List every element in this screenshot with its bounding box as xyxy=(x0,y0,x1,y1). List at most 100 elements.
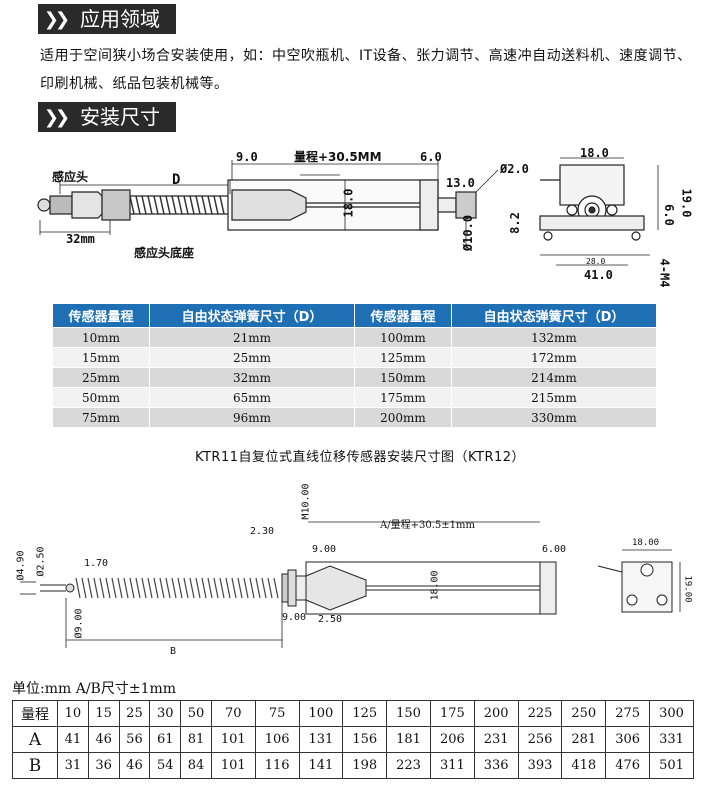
table-cell: 56 xyxy=(118,726,151,753)
table-cell: 81 xyxy=(180,726,212,753)
table-header: 自由状态弹簧尺寸（D） xyxy=(450,303,658,328)
table-header: 自由状态弹簧尺寸（D） xyxy=(148,303,355,328)
table-cell: 25mm xyxy=(52,367,150,388)
chevron-right-icon: ❯❯ xyxy=(38,4,72,34)
table-cell: 101 xyxy=(210,726,256,753)
table-cell: 125 xyxy=(342,700,388,727)
table-cell: 量程 xyxy=(12,700,58,727)
label-sensor-head: 感应头 xyxy=(52,170,89,184)
label-900b: 9.00 xyxy=(282,612,307,623)
table-cell: 281 xyxy=(561,726,607,753)
table-cell: 75mm xyxy=(52,407,150,428)
label-range: 量程+30.5MM xyxy=(294,150,382,164)
table-cell: 156 xyxy=(342,726,388,753)
table-cell: 101 xyxy=(210,752,256,779)
table-cell: 15mm xyxy=(52,347,150,368)
table-cell: 476 xyxy=(605,752,651,779)
spring-size-table: 传感器量程 自由状态弹簧尺寸（D） 传感器量程 自由状态弹簧尺寸（D） 10mm… xyxy=(52,303,658,428)
label-side-82: 8.2 xyxy=(507,212,522,234)
label-250b: 2.50 xyxy=(318,614,343,625)
table-cell: 214mm xyxy=(450,367,658,388)
table-cell: 330mm xyxy=(450,407,658,428)
label-side-w: 18.00 xyxy=(632,538,660,548)
table-cell: 15 xyxy=(87,700,120,727)
table-cell: 10 xyxy=(57,700,89,727)
table-cell: B xyxy=(12,752,58,779)
label-side-28: 28.0 xyxy=(586,257,606,266)
label-dia250: Ø2.50 xyxy=(35,546,47,577)
section-header-dimensions: ❯❯ 安装尺寸 xyxy=(38,102,176,132)
table-cell: 46 xyxy=(118,752,151,779)
application-text: 适用于空间狭小场合安装使用，如：中空吹瓶机、IT设备、张力调节、高速冲自动送料机… xyxy=(40,48,692,92)
label-dia900: Ø9.00 xyxy=(73,608,85,639)
table-cell: 311 xyxy=(429,752,475,779)
label-base: 感应头底座 xyxy=(134,246,195,260)
label-32mm: 32mm xyxy=(66,232,95,246)
section-title: 应用领域 xyxy=(72,4,176,34)
table-header: 传感器量程 xyxy=(353,303,452,328)
table-cell: 21mm xyxy=(148,327,355,348)
table-cell: 141 xyxy=(298,752,344,779)
table-cell: 150 xyxy=(386,700,431,727)
table-cell: 175mm xyxy=(353,387,452,408)
table-cell: 331 xyxy=(649,726,694,753)
table-cell: 65mm xyxy=(148,387,355,408)
label-side-h: 19.00 xyxy=(682,575,693,603)
table-cell: 100 xyxy=(298,700,344,727)
table-cell: 84 xyxy=(180,752,212,779)
table-cell: 25 xyxy=(118,700,151,727)
table-cell: 206 xyxy=(429,726,475,753)
label-900a: 9.00 xyxy=(312,544,337,555)
table-cell: 250 xyxy=(561,700,607,727)
figure-caption: KTR11自复位式直线位移传感器安装尺寸图（KTR12） xyxy=(194,450,526,465)
table-cell: 32mm xyxy=(148,367,355,388)
table-cell: 46 xyxy=(87,726,120,753)
table-cell: 96mm xyxy=(148,407,355,428)
table-cell: 256 xyxy=(517,726,563,753)
table-cell: 116 xyxy=(254,752,300,779)
table-cell: 150mm xyxy=(353,367,452,388)
label-18: 18.0 xyxy=(341,188,356,218)
table-header: 传感器量程 xyxy=(52,303,150,328)
table-cell: 100mm xyxy=(353,327,452,348)
label-600: 6.00 xyxy=(542,544,567,555)
table-cell: 50mm xyxy=(52,387,150,408)
table-cell: 223 xyxy=(386,752,431,779)
table-cell: 75 xyxy=(254,700,300,727)
table-cell: 125mm xyxy=(353,347,452,368)
table-cell: 200mm xyxy=(353,407,452,428)
table-cell: 501 xyxy=(649,752,694,779)
table-cell: 132mm xyxy=(450,327,658,348)
label-9: 9.0 xyxy=(236,150,258,164)
table-cell: 393 xyxy=(517,752,563,779)
label-dia490: Ø4.90 xyxy=(15,550,27,581)
table-cell: 131 xyxy=(298,726,344,753)
table-cell: 231 xyxy=(473,726,519,753)
table-cell: 175 xyxy=(429,700,475,727)
table-cell: A xyxy=(12,726,58,753)
section-header-application: ❯❯ 应用领域 xyxy=(38,4,176,34)
label-6: 6.0 xyxy=(420,150,442,164)
table-cell: 181 xyxy=(386,726,431,753)
label-13: 13.0 xyxy=(446,176,475,190)
table-header-row: 传感器量程 自由状态弹簧尺寸（D） 传感器量程 自由状态弹簧尺寸（D） xyxy=(52,303,658,328)
table-cell: 418 xyxy=(561,752,607,779)
label-a: A/量程+30.5±1mm xyxy=(380,520,475,531)
section-title: 安装尺寸 xyxy=(72,102,176,132)
table-cell: 300 xyxy=(649,700,694,727)
label-m10: M10.00 xyxy=(300,483,312,520)
chevron-right-icon: ❯❯ xyxy=(38,102,72,132)
table-cell: 54 xyxy=(149,752,182,779)
label-b: B xyxy=(170,646,177,657)
table-cell: 172mm xyxy=(450,347,658,368)
label-side-6: 6.0 xyxy=(661,204,676,226)
table-cell: 70 xyxy=(210,700,256,727)
table-cell: 275 xyxy=(605,700,651,727)
label-side-m4: 4-M4 xyxy=(657,258,672,288)
